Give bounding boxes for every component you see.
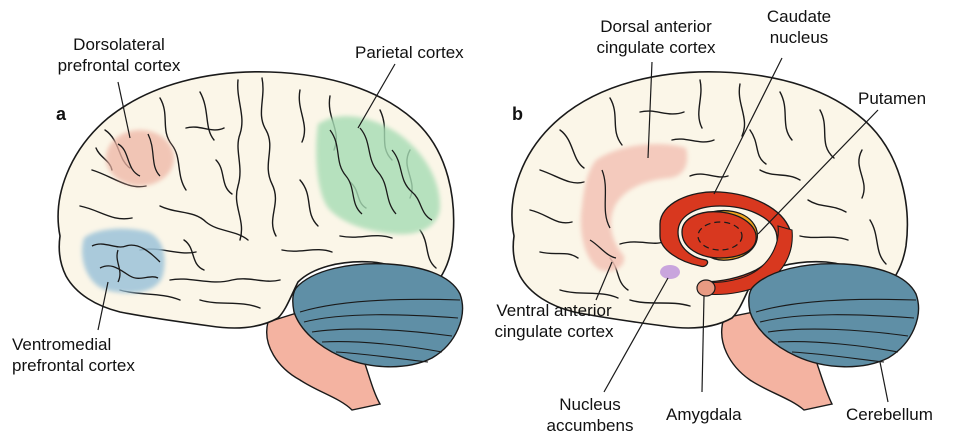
label-dlpfc-line1: Dorsolateral [34, 34, 204, 55]
label-caudate-line2: nucleus [754, 27, 844, 48]
label-nacc: Nucleus accumbens [542, 394, 638, 436]
label-nacc-line2: accumbens [542, 415, 638, 436]
label-dacc-line2: cingulate cortex [576, 37, 736, 58]
panel-b-amygdala [697, 280, 715, 296]
label-nacc-line1: Nucleus [542, 394, 638, 415]
label-vmpfc-line2: prefrontal cortex [12, 355, 135, 376]
panel-a-letter: a [56, 104, 66, 125]
label-vmpfc: Ventromedial prefrontal cortex [12, 334, 135, 376]
label-dlpfc-line2: prefrontal cortex [34, 55, 204, 76]
panel-b-brain [512, 72, 918, 410]
label-vacc-line2: cingulate cortex [466, 321, 642, 342]
label-dacc-line1: Dorsal anterior [576, 16, 736, 37]
label-parietal: Parietal cortex [355, 42, 464, 63]
label-vmpfc-line1: Ventromedial [12, 334, 135, 355]
label-caudate-line1: Caudate [754, 6, 844, 27]
label-putamen: Putamen [858, 88, 926, 109]
label-caudate: Caudate nucleus [754, 6, 844, 48]
label-dacc: Dorsal anterior cingulate cortex [576, 16, 736, 58]
label-vacc: Ventral anterior cingulate cortex [466, 300, 642, 342]
label-dlpfc: Dorsolateral prefrontal cortex [34, 34, 204, 76]
label-amygdala: Amygdala [666, 404, 742, 425]
label-cerebellum: Cerebellum [846, 404, 933, 425]
label-vacc-line1: Ventral anterior [466, 300, 642, 321]
panel-a-dlpfc-region [106, 130, 174, 186]
panel-b-letter: b [512, 104, 523, 125]
panel-b-nacc [660, 265, 680, 279]
